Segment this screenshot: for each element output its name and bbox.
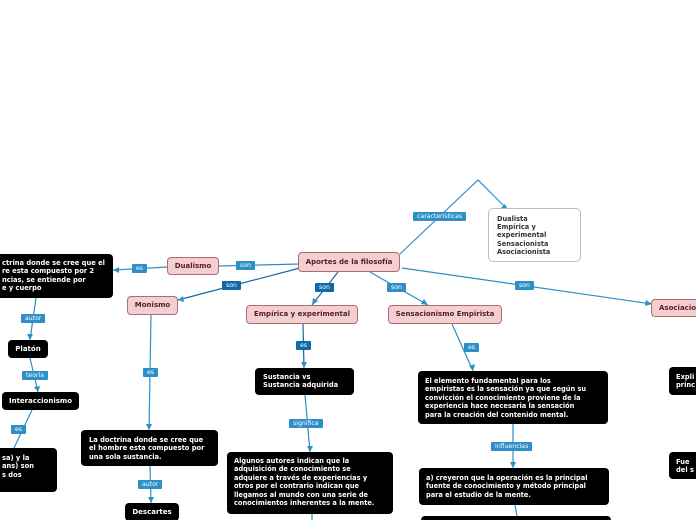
label-es-empirica: es [296,341,312,350]
text-line: para el estudio de la mente. [426,490,531,499]
text-line: convicción el conocimiento proviene de l… [425,393,581,402]
text-line: una sola sustancia. [89,452,162,461]
topic-sensacionismo[interactable]: Sensacionismo Empirista [388,305,502,324]
characteristic-item: experimental [497,231,547,240]
autores-node[interactable]: Algunos autores indican que la adquisici… [227,452,393,514]
text-line: Sustancia adquirida [263,381,339,390]
text-line: a) creyeron que la operación es la princ… [426,474,588,482]
text-line: experiencia hace necesaria la sensación [425,402,575,411]
sustancia-node[interactable]: Sustancia vs Sustancia adquirida [255,368,354,395]
text-line: El elemento fundamental para los [425,377,551,385]
label-teoria: teoría [22,371,49,380]
arrowhead [178,296,184,302]
link-creyeron-down [514,504,518,517]
right-top-node[interactable]: Expli princ [669,367,696,395]
central-topic[interactable]: Aportes de la filosofía [298,252,400,272]
characteristic-item: Dualista [497,215,528,223]
topic-empirica[interactable]: Empírica y experimental [246,305,358,324]
label-son-monismo: son [222,281,241,290]
platon-node[interactable]: Platón [8,340,48,358]
text-line: re esta compuesto por 2 [2,267,95,276]
characteristics-box[interactable]: Dualista Empírica y experimental Sensaci… [488,208,581,262]
text-line: sa) y la [2,454,30,462]
link-central-dualismo [217,263,301,267]
label-son-empirica: son [315,283,334,292]
label-es-interaccionismo: es [11,425,27,434]
arrowhead [146,424,152,430]
text-line: del s [676,466,694,475]
text-line: fuente de conocimiento y método principa… [426,482,586,491]
link-characteristics [399,179,509,255]
characteristic-item: Empírica y [497,223,536,232]
label-caracteristicas: características [413,212,467,221]
text-line: empiristas es la sensación ya que según … [425,385,587,394]
text-line: Sustancia vs [263,373,311,381]
topic-asociacion-label: Asociacion [659,303,696,312]
topic-dualismo[interactable]: Dualismo [167,257,219,275]
text-line: Algunos autores indican que la [234,457,350,465]
text-line: Fue [676,458,690,466]
label-influencias: influencias [491,442,533,451]
text-line: otros por el contrario indican que [234,482,360,491]
label-autor-monismo: autor [138,480,163,489]
arrowhead [34,386,40,392]
right-bottom-node[interactable]: Fue del s [669,452,696,479]
interaccionismo-node[interactable]: Interaccionismo [2,392,79,410]
elemento-node[interactable]: El elemento fundamental para los empiris… [418,371,608,424]
text-line: s dos [2,470,22,479]
dualismo-description[interactable]: ctrina donde se cree que el re esta comp… [0,254,113,298]
characteristic-item: Sensacionista [497,239,549,248]
label-es-dualismo: es [132,264,148,273]
arrowhead [148,497,154,503]
text-line: Expli [676,373,695,381]
text-line: ans) son [2,462,34,471]
label-son-sensacionismo: son [387,283,406,292]
text-line: llegamos al mundo con una serie de [234,490,369,499]
arrowhead [645,300,652,306]
topic-asociacion[interactable]: Asociacion [651,299,696,317]
arrowhead [27,334,33,340]
text-line: ctrina donde se cree que el [2,259,105,267]
arrowhead [301,362,307,368]
text-line: adquiere a través de experiencias y [234,473,368,482]
topic-monismo[interactable]: Monismo [127,296,178,315]
label-son-dualismo: son [236,261,255,270]
next-node-partial[interactable] [421,516,611,520]
text-line: adquisición de conocimiento se [234,465,351,474]
text-line: ncias, se entiende por [2,275,86,284]
partial-left-node[interactable]: sa) y la ans) son s dos [0,448,57,492]
text-line: e y cuerpo [2,284,42,293]
arrowhead [307,446,313,452]
text-line: el hombre esta compuesto por [89,444,205,453]
arrowhead [312,298,318,305]
text-line: princ [676,381,696,390]
arrowhead [421,299,428,305]
label-autor-dualismo: autor [21,314,46,323]
text-line: conocimientos inherentes a la mente. [234,499,375,508]
label-significa: significa [289,419,323,428]
link-sens-elemento [451,323,474,372]
monismo-description[interactable]: La doctrina donde se cree que el hombre … [81,430,218,466]
arrowhead [113,267,119,273]
label-son-asociacion: son [515,281,534,290]
text-line: La doctrina donde se cree que [89,436,204,444]
arrowhead [510,462,516,468]
characteristic-item: Asociacionista [497,247,551,256]
creyeron-node[interactable]: a) creyeron que la operación es la princ… [419,468,609,505]
label-es-sensacionismo: es [464,343,480,352]
descartes-node[interactable]: Descartes [125,503,179,520]
arrowhead [469,364,475,371]
text-line: para la creación del contenido mental. [425,410,569,419]
label-es-monismo: es [143,368,159,377]
